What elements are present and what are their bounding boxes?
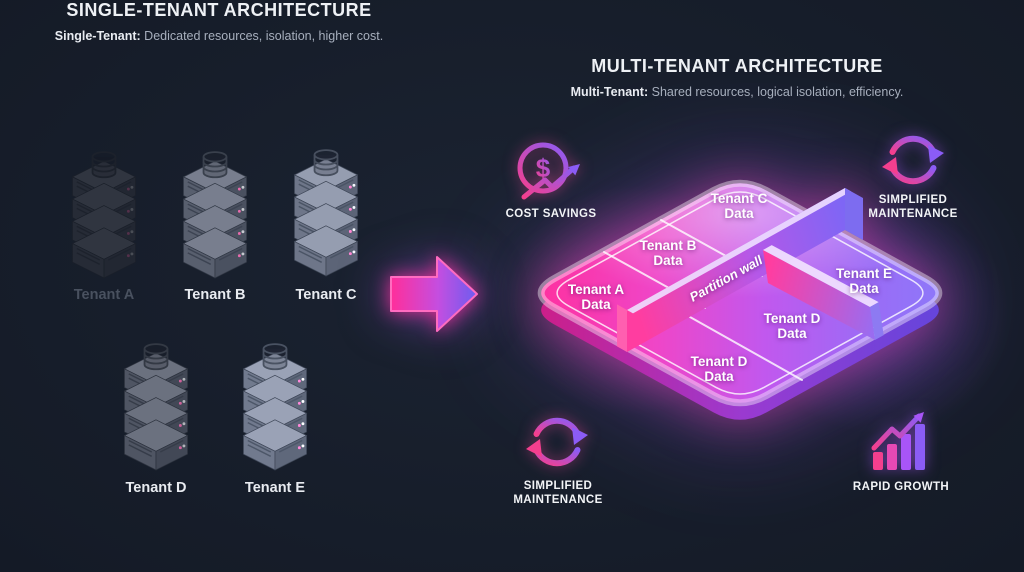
- multi-tenant-platform: [537, 179, 943, 420]
- dollar-glyph: $: [536, 153, 551, 183]
- server-stack-tenant-b: [183, 152, 246, 278]
- refresh-icon: [526, 417, 588, 467]
- tenant-c-label: Tenant C: [295, 287, 357, 303]
- single-tenant-stacks: [72, 150, 357, 470]
- transform-arrow-icon: [390, 256, 478, 332]
- platform-rim: [537, 179, 943, 407]
- tenant-d-label: Tenant D: [125, 480, 187, 496]
- rapid-growth-label: RAPID GROWTH: [852, 481, 950, 493]
- single-tenant-subtitle-term: Single-Tenant:: [54, 29, 141, 43]
- server-stack-tenant-a: [72, 152, 135, 278]
- tenant-a-label: Tenant A: [73, 287, 135, 303]
- partition-wall: [617, 188, 863, 352]
- multi-tenant-subtitle: Multi-Tenant: Shared resources, logical …: [512, 85, 962, 99]
- server-stack-tenant-c: [294, 150, 357, 276]
- multi-tenant-subtitle-desc: Shared resources, logical isolation, eff…: [648, 85, 904, 99]
- cost-savings-icon: $: [517, 142, 580, 200]
- tenant-e-label: Tenant E: [244, 480, 306, 496]
- simplified-maintenance-bottom-label: SIMPLIFIED MAINTENANCE: [513, 480, 603, 506]
- multi-tenant-subtitle-term: Multi-Tenant:: [570, 85, 649, 99]
- partition-wall-secondary: [763, 245, 884, 340]
- server-stack-tenant-d: [124, 344, 187, 470]
- growth-chart-icon: [871, 412, 925, 470]
- cost-savings-label: COST SAVINGS: [505, 208, 597, 220]
- refresh-icon: [882, 135, 944, 185]
- tenant-b-label: Tenant B: [184, 287, 246, 303]
- server-stack-tenant-e: [243, 344, 306, 470]
- multi-tenant-title: MULTI-TENANT ARCHITECTURE: [591, 56, 883, 76]
- single-tenant-subtitle-desc: Dedicated resources, isolation, higher c…: [140, 29, 384, 43]
- single-tenant-header: SINGLE-TENANT ARCHITECTURE Single-Tenant…: [0, 0, 438, 43]
- simplified-maintenance-top-label: SIMPLIFIED MAINTENANCE: [868, 194, 958, 220]
- single-tenant-title: SINGLE-TENANT ARCHITECTURE: [66, 0, 372, 20]
- multi-tenant-header: MULTI-TENANT ARCHITECTURE Multi-Tenant: …: [512, 56, 962, 99]
- single-tenant-subtitle: Single-Tenant: Dedicated resources, isol…: [0, 29, 438, 43]
